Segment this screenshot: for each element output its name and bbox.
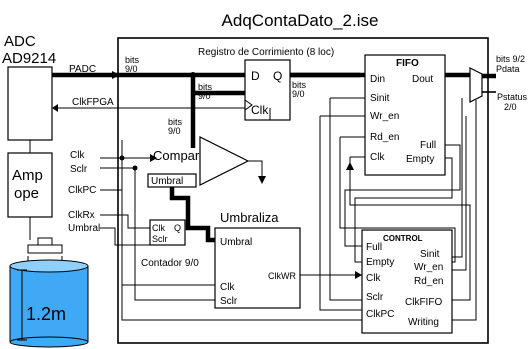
fifo-dout-port: Dout (412, 74, 433, 85)
clkfpga-label: ClkFPGA (72, 97, 114, 108)
umbral-bus (169, 187, 215, 243)
control-sinit-port: Sinit (420, 249, 440, 260)
bits4-label-b: 9/0 (292, 89, 305, 99)
fifo-din-port: Din (370, 74, 385, 85)
control-sclr-port: Sclr (366, 292, 384, 303)
contador-q-port: Q (174, 223, 181, 233)
fifo-title: FIFO (396, 58, 419, 69)
control-rden-port: Rd_en (414, 276, 443, 287)
adc-block (7, 66, 53, 141)
diagram-title: AdqContaDato_2.ise (222, 11, 379, 30)
control-sinit-out (452, 98, 463, 258)
fifo-clk-arrow (346, 162, 354, 170)
comparador-umbral-label: Umbral (151, 176, 183, 187)
fifo-full-port: Full (420, 140, 436, 151)
bits3-label-a: bits (168, 117, 183, 127)
pstatus-label-a: Pstatus (497, 92, 528, 102)
fifo-rden-port: Rd_en (370, 132, 399, 143)
empty-route (354, 157, 453, 263)
sinit-route (329, 98, 362, 301)
control-wren-out (452, 116, 467, 271)
register-block (244, 59, 291, 121)
comparador-block (199, 136, 250, 186)
umbraliza-clk-port: Clk (220, 282, 235, 293)
bits1-label-b: 9/0 (125, 64, 138, 74)
fifo-clk-port: Clk (370, 152, 385, 163)
umbraliza-block (214, 227, 301, 309)
clkpc-input-label: ClkPC (68, 185, 96, 196)
pstatus-label-b: 2/0 (504, 102, 517, 112)
comparador-output-wire (248, 160, 263, 180)
umbral-input-label: Umbral (68, 223, 100, 234)
umbraliza-sclr-port: Sclr (220, 296, 238, 307)
clkfifo-route (349, 157, 471, 301)
contador-clk-port: Clk (152, 223, 165, 233)
register-d-port: D (251, 69, 260, 83)
bits2-label-a: bits (198, 82, 213, 92)
wren-route (319, 116, 362, 311)
bits2-label-b: 9/0 (198, 91, 211, 101)
tank-dimension (17, 269, 27, 341)
fifo-empty-port: Empty (406, 154, 434, 165)
bits3-label-b: 9/0 (168, 126, 181, 136)
adc-model-label: AD9214 (2, 50, 56, 67)
clkrx-input-wire (100, 214, 150, 229)
clkpc-input-wire (100, 189, 362, 321)
umbraliza-clkwr-port: ClkWR (268, 271, 296, 281)
umbral-input-wire (100, 227, 150, 246)
clkfpga-arrow (52, 104, 58, 112)
ampop-label-1: Amp (12, 167, 43, 184)
umbraliza-title: Umbraliza (220, 210, 279, 225)
control-block (361, 229, 453, 334)
control-full-port: Full (366, 242, 382, 253)
control-writing-port: Writing (408, 317, 439, 328)
comparador-output-arrow (258, 176, 266, 184)
ampop-label-2: ope (14, 185, 39, 202)
output-mux (469, 67, 483, 103)
fifo-sinit-port: Sinit (370, 93, 390, 104)
pdata-label-b: Pdata (496, 64, 520, 74)
sclr-input-label: Sclr (70, 164, 88, 175)
control-empty-port: Empty (366, 257, 394, 268)
fifo-wren-port: Wr_en (370, 111, 399, 122)
adc-label: ADC (4, 33, 36, 50)
contador-sclr-port: Sclr (152, 234, 168, 244)
register-title: Registro de Corrimiento (8 loc) (198, 47, 334, 58)
register-clk-port: Clk (251, 103, 269, 117)
bits4-label-a: bits (292, 80, 307, 90)
control-clkfifo-port: ClkFIFO (405, 297, 442, 308)
clkrx-input-label: ClkRx (68, 210, 95, 221)
padc-arrow (112, 71, 120, 79)
control-clkpc-port: ClkPC (366, 309, 394, 320)
padc-label: PADC (69, 64, 96, 75)
fifo-block (364, 54, 446, 176)
control-title: CONTROL (383, 234, 423, 243)
control-wren-port: Wr_en (414, 262, 443, 273)
register-clk-marker (244, 99, 253, 111)
clkwr-arrow (355, 271, 362, 279)
pdata-label-a: bits 9/2 (496, 54, 525, 64)
bus-junction (190, 72, 196, 78)
contador-block (149, 219, 186, 246)
clk-input-arrow (150, 154, 157, 162)
contador-caption: Contador 9/0 (141, 258, 199, 269)
bits1-label-a: bits (125, 55, 140, 65)
full-route (344, 144, 461, 247)
register-q-port: Q (273, 69, 282, 83)
umbraliza-umbral-port: Umbral (220, 237, 252, 248)
water-tank (9, 259, 89, 348)
control-clk-port: Clk (366, 273, 381, 284)
tank-level-label: 1.2m (26, 304, 66, 324)
sclr-trunk (134, 168, 215, 301)
clk-input-label: Clk (70, 150, 85, 161)
